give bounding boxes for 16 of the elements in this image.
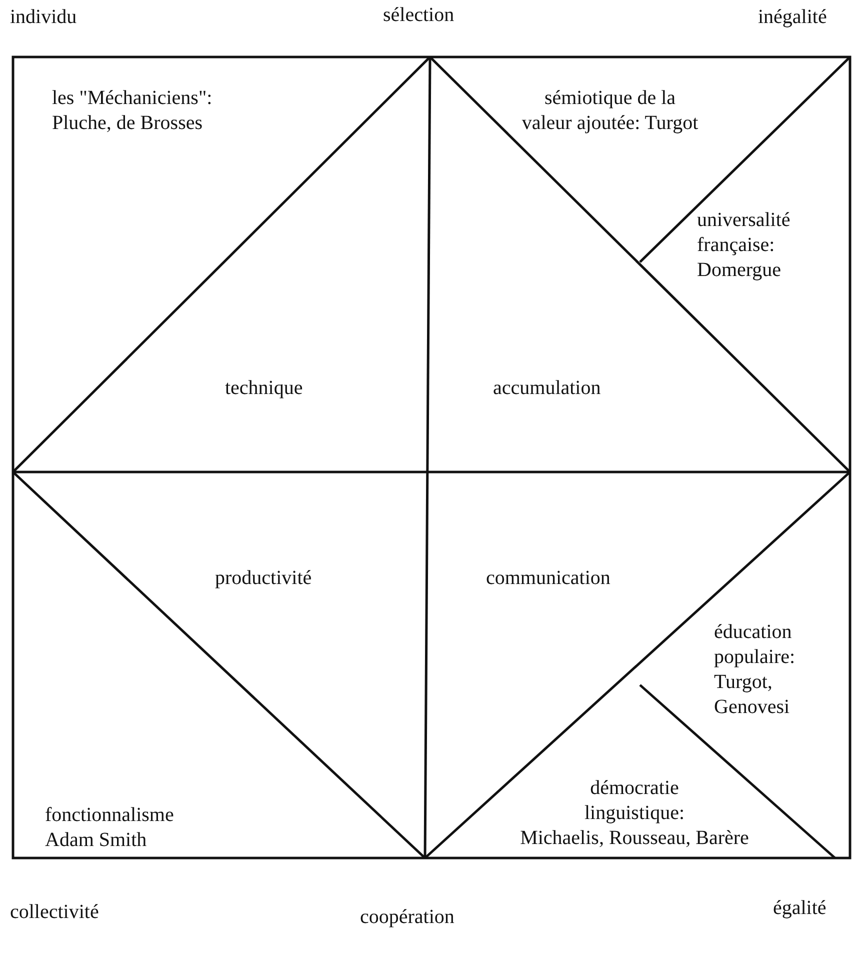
axis-label: coopération: [360, 905, 456, 930]
region-label: communication: [486, 566, 612, 591]
annotation-text: les "Méchaniciens": Pluche, de Brosses: [52, 86, 214, 136]
annotation-text: fonctionnalisme Adam Smith: [45, 803, 175, 853]
annotation-text: démocratie linguistique: Michaelis, Rousseau, Barère: [519, 776, 750, 851]
region-label: accumulation: [493, 376, 602, 401]
region-label: technique: [225, 376, 304, 401]
annotation-text: éducation populaire: Turgot, Genovesi: [714, 620, 796, 720]
annotation-text: sémiotique de la valeur ajoutée: Turgot: [520, 86, 700, 136]
axis-label: collectivité: [10, 900, 100, 925]
annotation-text: universalité française: Domergue: [697, 208, 792, 283]
axis-label: égalité: [773, 896, 828, 921]
axis-label: inégalité: [758, 5, 828, 30]
region-label: productivité: [215, 566, 313, 591]
axis-label: individu: [10, 5, 78, 30]
axis-label: sélection: [383, 3, 456, 28]
